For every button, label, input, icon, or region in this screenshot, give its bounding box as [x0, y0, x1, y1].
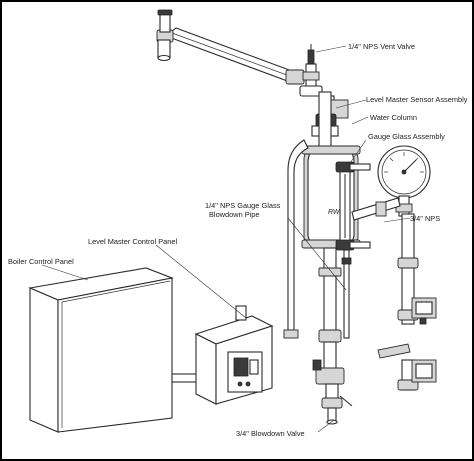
label-three-quarter-nps: 3/4" NPS — [410, 214, 440, 223]
gauge-glass — [335, 161, 371, 251]
column-drain-pipe — [318, 247, 342, 371]
label-boiler-control-panel: Boiler Control Panel — [8, 257, 74, 266]
label-gauge-glass-blowdown-line1: 1/4" NPS Gauge Glass — [205, 201, 281, 210]
label-blowdown-valve: 3/4" Blowdown Valve — [236, 429, 305, 438]
top-vent-pipe — [156, 9, 305, 85]
label-level-master-control-panel: Level Master Control Panel — [88, 237, 178, 246]
pressure-switch-lower — [377, 343, 437, 383]
side-return-pipe — [283, 139, 309, 339]
label-gauge-glass-blowdown-line2: Blowdown Pipe — [209, 210, 260, 219]
blowdown-valve — [312, 359, 353, 425]
label-water-column: Water Column — [370, 113, 417, 122]
gauge-glass-blowdown-pipe — [341, 249, 352, 339]
svg-text:RW: RW — [328, 209, 341, 216]
leader-lines — [41, 45, 411, 433]
right-nps-piping — [351, 197, 419, 391]
pressure-switch-upper — [411, 297, 437, 325]
boiler-control-panel-box — [28, 267, 174, 433]
vent-valve — [299, 44, 323, 97]
label-gauge-glass-assembly: Gauge Glass Assembly — [368, 132, 445, 141]
pressure-gauge — [377, 145, 431, 217]
label-sensor-assembly: Level Master Sensor Assembly — [366, 95, 468, 104]
label-vent-valve: 1/4" NPS Vent Valve — [348, 42, 415, 51]
level-master-control-panel-box — [194, 305, 274, 405]
